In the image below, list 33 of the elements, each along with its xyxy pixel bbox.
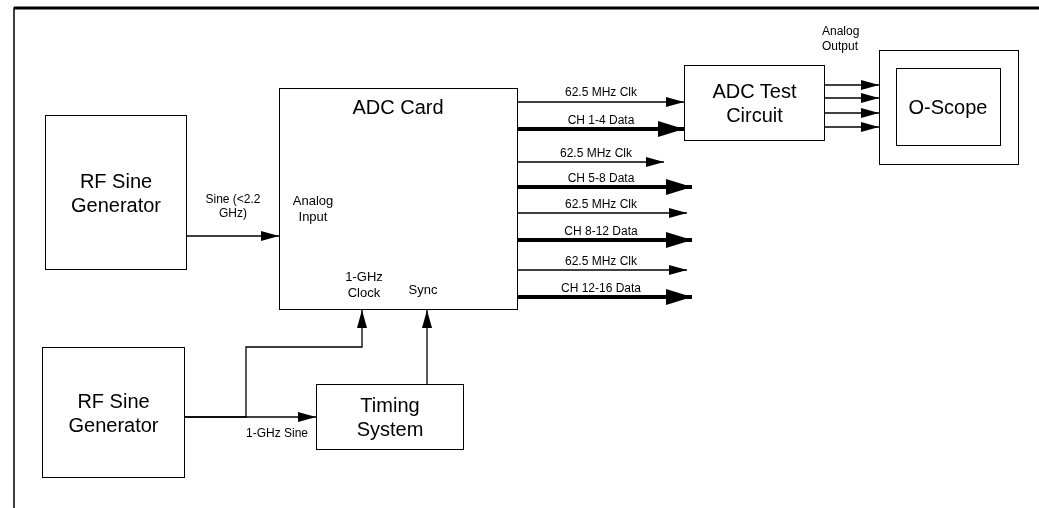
node-label: RF Sine Generator: [69, 168, 163, 217]
node-label: Timing System: [355, 393, 425, 441]
arrow: [824, 122, 880, 132]
port-label: 1-GHz Clock: [344, 269, 384, 301]
block-box: [316, 384, 464, 450]
port-label: Analog Input: [291, 193, 335, 225]
arrow: [184, 309, 367, 418]
arrow: [517, 208, 688, 218]
arrow: [517, 265, 688, 275]
annotation-label: Analog Output: [822, 24, 861, 54]
node-label: RF Sine Generator: [67, 388, 160, 437]
node-label: ADC Card: [351, 95, 445, 119]
bus-arrow: [518, 232, 692, 248]
node-label: O-Scope: [907, 94, 989, 119]
block-box: [42, 347, 185, 478]
block-box: [895, 67, 1001, 146]
block-box: [45, 115, 187, 270]
arrow: [422, 309, 432, 385]
arrow: [186, 231, 280, 241]
enclosure-box: [879, 50, 1019, 165]
arrow: [824, 93, 880, 103]
arrow: [824, 108, 880, 118]
node-label: ADC Test Circuit: [711, 79, 798, 127]
bus-arrow: [518, 289, 692, 305]
bus-arrow: [518, 179, 692, 195]
arrow: [824, 80, 880, 90]
arrow: [517, 97, 685, 107]
edge-label: Sine (<2.2 GHz): [204, 192, 262, 221]
port-label: Sync: [407, 282, 439, 298]
block-box: [279, 88, 518, 310]
bus-arrow: [518, 121, 684, 137]
arrow: [517, 157, 665, 167]
block-box: [684, 65, 825, 141]
